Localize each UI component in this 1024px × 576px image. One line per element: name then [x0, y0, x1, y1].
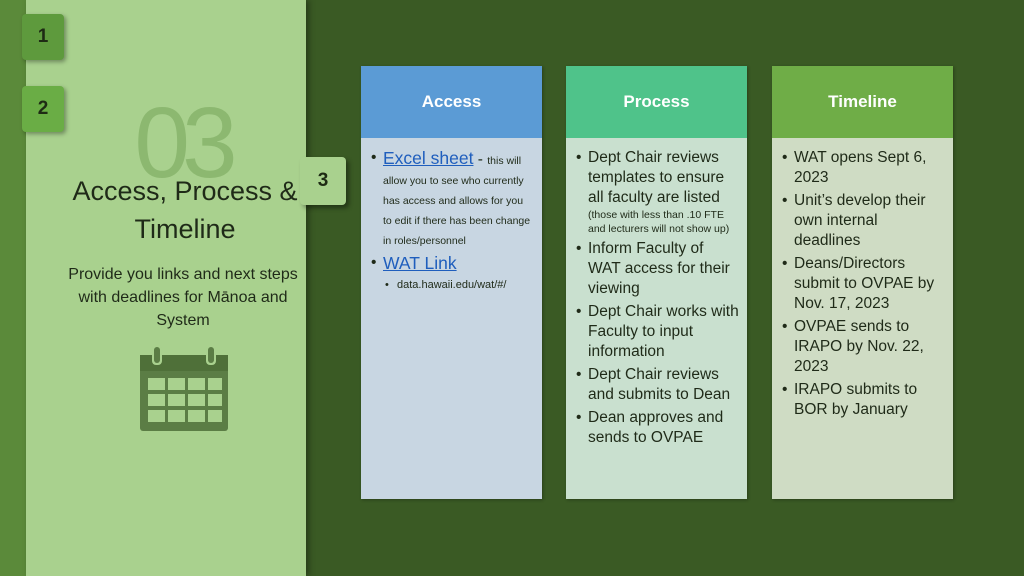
process-header: Process: [566, 66, 747, 138]
access-body: Excel sheet - this will allow you to see…: [361, 138, 542, 499]
access-header: Access: [361, 66, 542, 138]
timeline-header: Timeline: [772, 66, 953, 138]
section-tab-1[interactable]: 1: [22, 14, 64, 60]
section-number: 03: [134, 87, 237, 199]
timeline-item: IRAPO submits to BOR by January: [780, 380, 945, 420]
section-description: Provide you links and next steps with de…: [68, 266, 298, 329]
timeline-item-highlight: Unit’s develop their own internal deadli…: [780, 191, 945, 251]
timeline-card: Timeline WAT opens Sept 6, 2023 Unit’s d…: [772, 66, 953, 499]
timeline-body: WAT opens Sept 6, 2023 Unit’s develop th…: [772, 138, 953, 499]
excel-sheet-item: Excel sheet - this will allow you to see…: [369, 148, 534, 250]
timeline-item: WAT opens Sept 6, 2023: [780, 148, 945, 188]
wat-link-item: WAT Link: [369, 253, 534, 275]
process-body: Dept Chair reviews templates to ensure a…: [566, 138, 747, 499]
process-step: Dept Chair works with Faculty to input i…: [574, 302, 739, 362]
calendar-icon: [138, 343, 230, 438]
process-step: Inform Faculty of WAT access for their v…: [574, 239, 739, 299]
section-title: Access, Process & Timeline: [72, 176, 298, 244]
excel-dash: -: [473, 151, 488, 168]
section-tab-2[interactable]: 2: [22, 86, 64, 132]
excel-sheet-link[interactable]: Excel sheet: [383, 148, 474, 168]
section-tab-3[interactable]: 3: [300, 157, 346, 205]
wat-link[interactable]: WAT Link: [383, 253, 457, 273]
process-card: Process Dept Chair reviews templates to …: [566, 66, 747, 499]
process-step: Dept Chair reviews and submits to Dean: [574, 365, 739, 405]
process-step-text: Dept Chair reviews templates to ensure a…: [588, 149, 725, 206]
timeline-item: OVPAE sends to IRAPO by Nov. 22, 2023: [780, 317, 945, 377]
section-panel: [26, 0, 306, 576]
process-step: Dean approves and sends to OVPAE: [574, 408, 739, 448]
timeline-item: Deans/Directors submit to OVPAE by Nov. …: [780, 254, 945, 314]
excel-sheet-description: this will allow you to see who currently…: [383, 155, 531, 247]
process-step-note: (those with less than .10 FTE and lectur…: [588, 209, 730, 235]
process-step: Dept Chair reviews templates to ensure a…: [574, 148, 739, 236]
wat-url: data.hawaii.edu/wat/#/: [369, 278, 534, 293]
access-card: Access Excel sheet - this will allow you…: [361, 66, 542, 499]
